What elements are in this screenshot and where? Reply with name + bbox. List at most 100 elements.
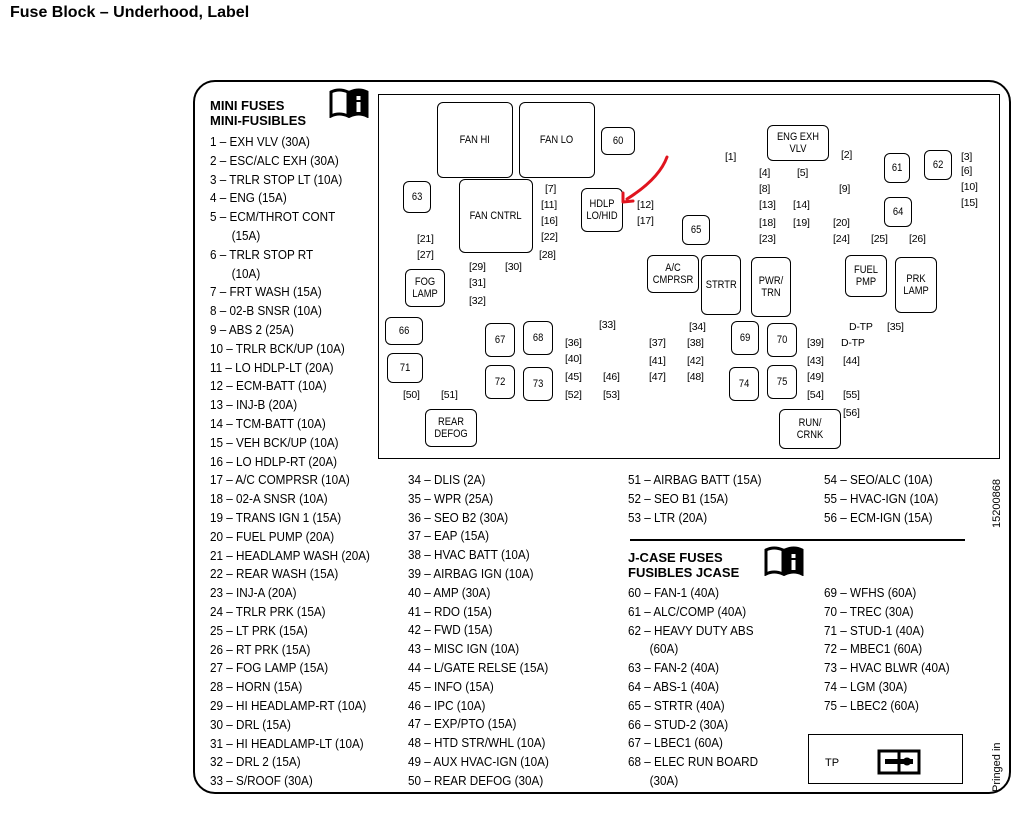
- fuse-74-label: 74: [738, 378, 750, 390]
- fuse-list-item: 33 – S/ROOF (30A): [210, 773, 313, 789]
- fuse-list-item: 39 – AIRBAG IGN (10A): [408, 565, 534, 581]
- fuse-list-item: 36 – SEO B2 (30A): [408, 509, 509, 525]
- fuse-slot-24: [24]: [833, 233, 850, 245]
- fuse-slot-30: [30]: [505, 261, 522, 273]
- relay-rear-defog: REAR DEFOG: [425, 409, 477, 447]
- fuse-list-item: (10A): [231, 265, 261, 281]
- fuse-slot-44: [44]: [843, 355, 860, 367]
- fuse-list-item: 34 – DLIS (2A): [408, 472, 486, 487]
- fuse-list-item: 26 – RT PRK (15A): [210, 641, 311, 657]
- fuse-slot-3: [3]: [961, 151, 973, 163]
- fuse-list-item: 65 – STRTR (40A): [628, 697, 725, 713]
- section-divider: [630, 539, 965, 541]
- fuse-66-label: 66: [398, 325, 410, 337]
- fuse-list-item: 55 – HVAC-IGN (10A): [824, 490, 939, 506]
- fuse-list-item: 23 – INJ-A (20A): [210, 585, 297, 601]
- test-point-1: D-TP: [849, 321, 873, 333]
- fuse-list-item: 10 – TRLR BCK/UP (10A): [210, 340, 345, 356]
- fuse-61: 61: [884, 153, 910, 183]
- fuse-slot-55: [55]: [843, 389, 860, 401]
- fuse-73: 73: [523, 367, 553, 401]
- fuse-list-item: 40 – AMP (30A): [408, 584, 491, 600]
- relay-fan-lo: FAN LO: [519, 102, 595, 178]
- mini-fuse-list-col3: 51 – AIRBAG BATT (15A) 52 – SEO B1 (15A) 5…: [628, 471, 776, 527]
- fuse-list-item: 66 – STUD-2 (30A): [628, 716, 729, 732]
- fuse-list-item: 75 – LBEC2 (60A): [824, 697, 919, 713]
- fuse-slot-45: [45]: [565, 371, 582, 383]
- fuse-slot-33: [33]: [599, 319, 616, 331]
- fuse-block-diagram: FAN HI FAN LO 60 ENG EXH VLV 61 62 63 FA…: [378, 94, 1000, 459]
- fuse-slot-23: [23]: [759, 233, 776, 245]
- fuse-label-frame: [193, 80, 1011, 794]
- fuse-68: 68: [523, 321, 553, 355]
- relay-rear-defog-label: REAR DEFOG: [434, 416, 468, 440]
- fuse-slot-40: [40]: [565, 353, 582, 365]
- fuse-slot-21: [21]: [417, 233, 434, 245]
- relay-fan-hi: FAN HI: [437, 102, 513, 178]
- fuse-list-item: 49 – AUX HVAC-IGN (10A): [408, 753, 549, 769]
- fuse-slot-15: [15]: [961, 197, 978, 209]
- relay-hdlp-lo-hid-label: HDLP LO/HID: [586, 198, 618, 222]
- info-book-icon: [764, 546, 804, 576]
- fuse-slot-51: [51]: [441, 389, 458, 401]
- fuse-list-item: 1 – EXH VLV (30A): [210, 134, 310, 149]
- fuse-list-item: 70 – TREC (30A): [824, 603, 914, 619]
- fuse-slot-14: [14]: [793, 199, 810, 211]
- fuse-68-label: 68: [532, 332, 544, 344]
- fuse-list-item: 16 – LO HDLP-RT (20A): [210, 453, 338, 469]
- fuse-list-item: 31 – HI HEADLAMP-LT (10A): [210, 735, 364, 751]
- relay-strtr: STRTR: [701, 255, 741, 315]
- fuse-slot-42: [42]: [687, 355, 704, 367]
- fuse-slot-31: [31]: [469, 277, 486, 289]
- fuse-list-item: 48 – HTD STR/WHL (10A): [408, 735, 546, 751]
- fuse-list-item: (30A): [649, 772, 679, 788]
- fuse-list-item: 47 – EXP/PTO (15A): [408, 716, 517, 732]
- fuse-list-item: 24 – TRLR PRK (15A): [210, 603, 326, 619]
- fuse-slot-20: [20]: [833, 217, 850, 229]
- relay-strtr-label: STRTR: [705, 279, 737, 291]
- fuse-63: 63: [403, 181, 431, 213]
- fuse-list-item: 56 – ECM-IGN (15A): [824, 509, 933, 525]
- fuse-list-item: 52 – SEO B1 (15A): [628, 490, 729, 506]
- fuse-64: 64: [884, 197, 912, 227]
- fuse-slot-25: [25]: [871, 233, 888, 245]
- fuse-list-item: (60A): [649, 641, 679, 657]
- fuse-list-item: 44 – L/GATE RELSE (15A): [408, 659, 549, 675]
- fuse-slot-34: [34]: [689, 321, 706, 333]
- fuse-list-item: 42 – FWD (15A): [408, 622, 493, 638]
- fuse-slot-19: [19]: [793, 217, 810, 229]
- fuse-list-item: 51 – AIRBAG BATT (15A): [628, 472, 762, 487]
- fuse-list-item: 74 – LGM (30A): [824, 678, 908, 694]
- fuse-slot-28: [28]: [539, 249, 556, 261]
- fuse-list-item: 53 – LTR (20A): [628, 509, 708, 525]
- fuse-list-item: 45 – INFO (15A): [408, 678, 494, 694]
- fuse-69-label: 69: [739, 332, 751, 344]
- fuse-slot-47: [47]: [649, 371, 666, 383]
- fuse-70-label: 70: [776, 334, 788, 346]
- relay-fan-cntrl: FAN CNTRL: [459, 179, 533, 253]
- fuse-71: 71: [387, 353, 423, 383]
- jcase-heading: J-CASE FUSES FUSIBLES JCASE: [628, 550, 739, 580]
- fuse-slot-41: [41]: [649, 355, 666, 367]
- mini-fuse-list-col1: 1 – EXH VLV (30A)2 – ESC/ALC EXH (30A)3 …: [210, 133, 388, 791]
- relay-fan-lo-label: FAN LO: [540, 134, 574, 146]
- relay-eng-exh-vlv-label: ENG EXH VLV: [776, 131, 820, 155]
- fuse-list-item: 3 – TRLR STOP LT (10A): [210, 171, 343, 187]
- fuse-list-item: 13 – INJ-B (20A): [210, 397, 298, 413]
- fuse-73-label: 73: [532, 378, 544, 390]
- page-title: Fuse Block – Underhood, Label: [10, 4, 250, 21]
- fuse-list-item: 46 – IPC (10A): [408, 697, 486, 713]
- fuse-list-item: 15 – VEH BCK/UP (10A): [210, 434, 339, 450]
- relay-fuel-pmp-label: FUEL PMP: [854, 264, 878, 288]
- fuse-list-item: 63 – FAN-2 (40A): [628, 660, 720, 676]
- info-book-icon: [329, 88, 369, 118]
- fuse-list-item: 21 – HEADLAMP WASH (20A): [210, 547, 370, 563]
- fuse-slot-18: [18]: [759, 217, 776, 229]
- fuse-list-item: 61 – ALC/COMP (40A): [628, 603, 747, 619]
- fuse-slot-50: [50]: [403, 389, 420, 401]
- tp-legend-box: TP: [808, 734, 963, 784]
- fuse-list-item: 41 – RDO (15A): [408, 603, 492, 619]
- fuse-list-item: 5 – ECM/THROT CONT: [210, 209, 336, 225]
- fuse-slot-26: [26]: [909, 233, 926, 245]
- fuse-list-item: 8 – 02-B SNSR (10A): [210, 303, 322, 319]
